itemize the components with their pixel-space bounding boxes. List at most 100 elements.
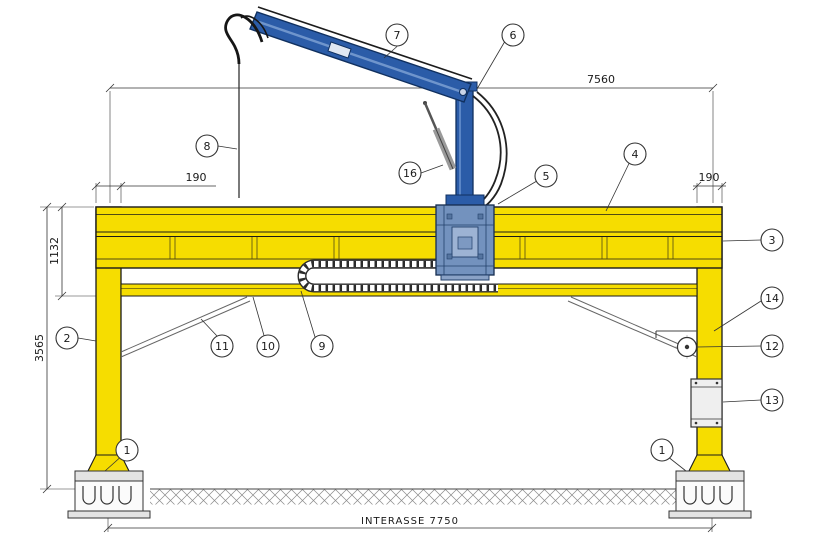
mast-base-plate bbox=[445, 194, 485, 206]
jib-arm bbox=[249, 6, 473, 103]
callout-circle bbox=[760, 334, 784, 358]
callout-label: 6 bbox=[510, 29, 517, 42]
base-bottom-plate bbox=[668, 510, 752, 519]
callout-1-right: 1 bbox=[650, 438, 687, 472]
callout-circle bbox=[760, 286, 784, 310]
carriage-bottom-lip bbox=[440, 274, 490, 281]
tick bbox=[103, 523, 113, 533]
tick bbox=[91, 181, 101, 191]
leader-line bbox=[722, 399, 762, 403]
callout-circle bbox=[501, 23, 525, 47]
dimension-right-column-width: 190 bbox=[692, 171, 727, 203]
leader-line bbox=[217, 145, 238, 150]
base-top-plate bbox=[675, 470, 745, 482]
callout-7: 7 bbox=[383, 23, 409, 59]
leader-line bbox=[300, 290, 316, 338]
bracket-body bbox=[690, 378, 723, 428]
tick bbox=[692, 181, 702, 191]
leader-line bbox=[77, 337, 97, 342]
bracket-bolt bbox=[694, 381, 698, 385]
dimension-girder-depth: 1132 bbox=[40, 202, 117, 301]
callout-label: 1 bbox=[124, 444, 131, 457]
callout-label: 14 bbox=[765, 292, 779, 305]
callout-circle bbox=[55, 326, 79, 350]
callout-10: 10 bbox=[252, 296, 280, 358]
leader-line bbox=[104, 457, 120, 472]
callout-label: 12 bbox=[765, 340, 779, 353]
hose-loop bbox=[224, 13, 269, 65]
tip-hose bbox=[224, 13, 264, 65]
dimension-overall-height-label: 3565 bbox=[33, 334, 46, 362]
column-base-flange bbox=[688, 454, 731, 472]
guide-roller bbox=[675, 335, 699, 359]
tick bbox=[717, 181, 727, 191]
leader-line bbox=[713, 300, 762, 332]
arm-pivot bbox=[459, 88, 467, 96]
callout-label: 4 bbox=[632, 148, 639, 161]
callout-9: 9 bbox=[300, 290, 334, 358]
bracket-bolt bbox=[715, 381, 719, 385]
tick bbox=[707, 523, 717, 533]
drive-bracket bbox=[690, 378, 723, 428]
callout-label: 3 bbox=[769, 234, 776, 247]
tip-hose-inner bbox=[240, 15, 269, 39]
callout-circle bbox=[210, 334, 234, 358]
cylinder-centerline bbox=[435, 128, 454, 170]
bracket-bolt bbox=[715, 421, 719, 425]
dimension-base-span: INTERASSE 7750 bbox=[103, 516, 717, 533]
tick bbox=[57, 291, 67, 301]
tick bbox=[42, 484, 52, 494]
tick bbox=[42, 202, 52, 212]
mast-hoses bbox=[472, 91, 508, 213]
callout-label: 11 bbox=[215, 340, 229, 353]
anchor-bolts bbox=[683, 486, 733, 505]
callout-label: 9 bbox=[319, 340, 326, 353]
callout-circle bbox=[623, 142, 647, 166]
leader-line bbox=[476, 41, 505, 90]
callout-circle bbox=[195, 134, 219, 158]
callout-circle bbox=[115, 438, 139, 462]
callout-1-left: 1 bbox=[104, 438, 139, 472]
main-girder bbox=[95, 206, 723, 269]
callout-13: 13 bbox=[722, 388, 784, 412]
ground-hatch bbox=[150, 488, 678, 505]
tick bbox=[708, 83, 718, 93]
callout-12: 12 bbox=[696, 334, 784, 358]
carriage-bolt bbox=[446, 253, 453, 260]
dimension-left-column-width-label: 190 bbox=[186, 171, 207, 184]
callout-3: 3 bbox=[722, 228, 784, 252]
leader-line bbox=[420, 164, 444, 174]
girder-stiffeners bbox=[169, 237, 674, 259]
leader-line bbox=[200, 318, 218, 337]
dimension-girder-depth-label: 1132 bbox=[48, 237, 61, 265]
callout-circle bbox=[650, 438, 674, 462]
callout-5: 5 bbox=[497, 164, 558, 205]
tick bbox=[116, 181, 126, 191]
callout-circle bbox=[760, 228, 784, 252]
brace-line bbox=[120, 296, 248, 353]
dimension-base-span-label: INTERASSE 7750 bbox=[361, 516, 459, 527]
callout-label: 5 bbox=[543, 170, 550, 183]
arm-junction-box bbox=[327, 41, 352, 59]
roller-arm-line bbox=[655, 330, 697, 338]
roller-hub bbox=[684, 344, 690, 350]
callout-6: 6 bbox=[476, 23, 525, 90]
brace-line bbox=[567, 300, 698, 358]
carriage-panel-inner bbox=[457, 236, 473, 250]
left-foundation bbox=[67, 454, 151, 519]
callout-circle bbox=[398, 161, 422, 185]
cylinder-rod bbox=[423, 102, 439, 132]
callout-4: 4 bbox=[605, 142, 647, 212]
leader-line bbox=[252, 296, 265, 336]
anchor-block bbox=[74, 480, 144, 512]
trolley-carriage bbox=[435, 194, 495, 281]
base-top-plate bbox=[74, 470, 144, 482]
callout-label: 7 bbox=[394, 29, 401, 42]
callout-label: 1 bbox=[659, 444, 666, 457]
arm-stripe bbox=[258, 20, 466, 95]
dimension-top-span-label: 7560 bbox=[587, 73, 615, 86]
carriage-bolt bbox=[446, 213, 453, 220]
leader-line bbox=[605, 163, 630, 212]
leader-line bbox=[669, 457, 687, 472]
